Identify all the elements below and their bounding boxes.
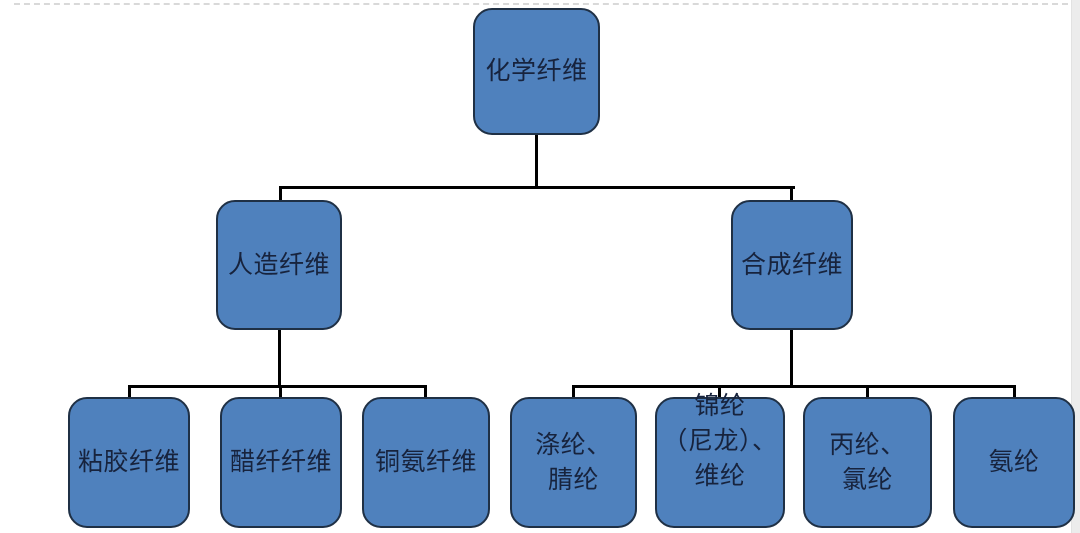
page-right-edge-strip xyxy=(1071,0,1080,533)
node-label: 醋纤纤维 xyxy=(229,449,332,476)
node-cuprammonium-fiber[interactable]: 铜氨纤维 xyxy=(362,397,490,528)
node-polyester-acrylic[interactable]: 涤纶、 腈纶 xyxy=(510,397,637,528)
node-label: 丙纶、 氯纶 xyxy=(829,431,906,494)
connector-synthetic-down xyxy=(790,330,793,387)
connector-level1-horizontal xyxy=(279,186,795,189)
connector-stub-man-made xyxy=(279,186,282,200)
node-label: 锦纶 （尼龙）、 维纶 xyxy=(662,393,778,490)
node-label: 涤纶、 腈纶 xyxy=(535,431,612,494)
node-label: 粘胶纤维 xyxy=(77,449,180,476)
node-label: 人造纤维 xyxy=(227,251,330,279)
connector-stub-viscose xyxy=(128,385,131,397)
node-label: 合成纤维 xyxy=(740,251,843,279)
connector-stub-acetate xyxy=(279,385,282,397)
node-label: 化学纤维 xyxy=(485,58,588,85)
node-viscose-fiber[interactable]: 粘胶纤维 xyxy=(68,397,190,528)
node-acetate-fiber[interactable]: 醋纤纤维 xyxy=(220,397,342,528)
connector-stub-nylon xyxy=(718,385,721,397)
connector-man-made-down xyxy=(278,330,281,387)
node-polypropylene-chlorofiber[interactable]: 丙纶、 氯纶 xyxy=(803,397,932,528)
connector-stub-spandex xyxy=(1013,385,1016,397)
node-synthetic-fiber[interactable]: 合成纤维 xyxy=(731,200,853,330)
connector-root-down xyxy=(535,135,538,188)
node-label: 氨纶 xyxy=(988,449,1040,476)
connector-synthetic-horizontal xyxy=(572,385,1016,388)
node-man-made-fiber[interactable]: 人造纤维 xyxy=(216,200,342,330)
node-nylon-vinylon[interactable]: 锦纶 （尼龙）、 维纶 xyxy=(655,393,785,528)
text-frame-dashed-border xyxy=(14,3,1068,5)
connector-stub-cuprammonium xyxy=(424,385,427,397)
node-chemical-fiber[interactable]: 化学纤维 xyxy=(473,8,600,135)
connector-stub-polyester xyxy=(572,385,575,397)
node-spandex[interactable]: 氨纶 xyxy=(953,397,1075,528)
node-label: 铜氨纤维 xyxy=(374,449,477,476)
connector-stub-polypropylene xyxy=(866,385,869,397)
connector-man-made-horizontal xyxy=(128,385,427,388)
connector-stub-synthetic xyxy=(790,186,793,200)
